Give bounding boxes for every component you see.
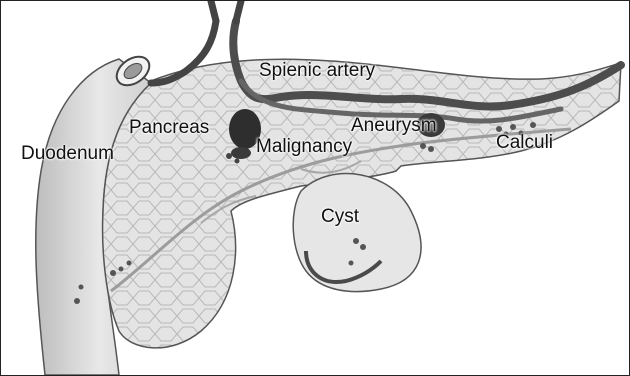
- cyst: [293, 174, 421, 292]
- label-aneurysm: Aneurysm: [351, 116, 437, 135]
- label-calculi: Calculi: [496, 133, 553, 152]
- label-splenic-artery: Spienic artery: [259, 61, 375, 80]
- label-pancreas: Pancreas: [129, 118, 209, 137]
- label-malignancy: Malignancy: [256, 137, 352, 156]
- label-cyst: Cyst: [321, 207, 359, 226]
- label-duodenum: Duodenum: [21, 144, 114, 163]
